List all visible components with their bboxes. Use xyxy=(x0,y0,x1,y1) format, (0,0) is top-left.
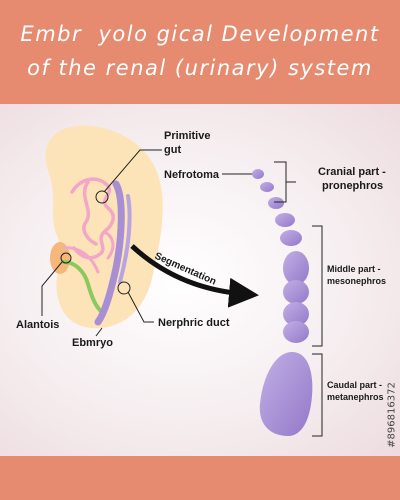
footer-banner xyxy=(0,456,400,500)
pronephros-segments xyxy=(252,169,302,246)
primitive-gut-label-line2: gut xyxy=(164,144,181,156)
header-banner: Embr yolo gical Development of the renal… xyxy=(0,0,400,104)
gut-leader xyxy=(103,149,162,193)
segment xyxy=(275,213,295,227)
caudal-label-line2: metanephros xyxy=(327,392,384,402)
nephric-duct-band xyxy=(94,180,125,326)
embryo-leader xyxy=(95,327,103,337)
duct-pointer-circle xyxy=(117,281,131,295)
nefrotoma-label: Nefrotoma xyxy=(164,169,220,181)
segment xyxy=(280,230,302,246)
middle-bracket xyxy=(312,225,323,347)
cranial-bracket xyxy=(274,161,296,203)
embryo-body xyxy=(45,125,163,329)
segment xyxy=(283,251,309,285)
embryo-label: Ebmryo xyxy=(72,337,113,349)
segmentation-arrow xyxy=(130,244,259,308)
nerphric-duct-label: Nerphric duct xyxy=(158,317,230,329)
primitive-gut xyxy=(70,177,115,260)
yolk-sac xyxy=(50,242,70,274)
segment xyxy=(268,197,284,209)
segment xyxy=(283,321,309,343)
allantois-pink xyxy=(62,246,100,274)
duct-leader xyxy=(127,291,154,323)
gut-branch xyxy=(102,230,115,260)
allantois-stalk xyxy=(62,260,106,316)
title-line-2: of the renal (urinary) system xyxy=(27,56,373,80)
middle-label-line2: mesonephros xyxy=(327,276,386,286)
metanephros-blob xyxy=(259,352,313,436)
primitive-gut-label-line1: Primitive xyxy=(164,130,210,142)
mesonephros-segments xyxy=(283,251,309,343)
segment xyxy=(252,169,264,179)
gut-pointer-circle xyxy=(95,190,109,204)
middle-label-line1: Middle part - xyxy=(327,264,381,274)
caudal-bracket xyxy=(312,353,323,437)
segment xyxy=(283,302,309,326)
caudal-label-line1: Caudal part - xyxy=(327,380,382,390)
stock-id: #896816372 xyxy=(386,360,398,470)
segment xyxy=(260,182,274,192)
segment xyxy=(283,280,309,304)
cranial-label-line1: Cranial part - xyxy=(318,166,386,178)
nephric-duct-inner xyxy=(118,194,132,284)
allantois-leader xyxy=(41,261,63,316)
stock-id-text: #896816372 xyxy=(386,382,398,448)
title-line-1: Embr yolo gical Development xyxy=(20,22,380,46)
cranial-label-line2: pronephros xyxy=(322,180,383,192)
alantois-label: Alantois xyxy=(16,319,59,331)
allantois-pointer-circle xyxy=(60,252,72,264)
